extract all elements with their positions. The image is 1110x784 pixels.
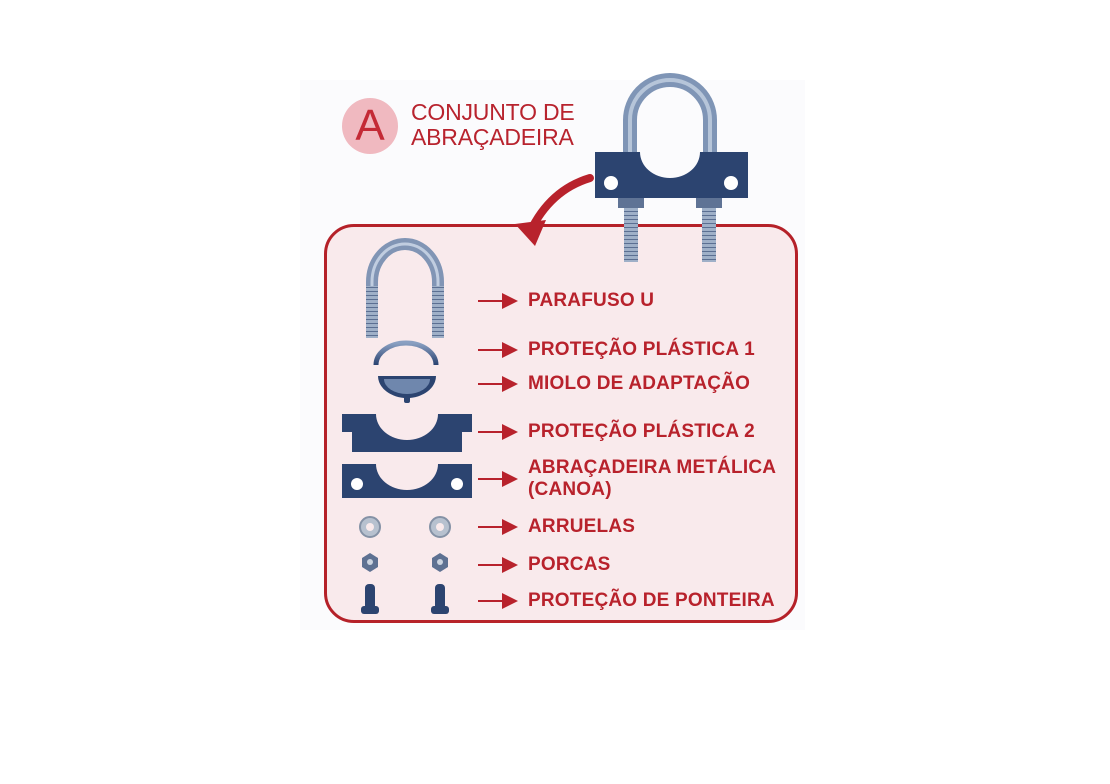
part-label-metal-clamp-line-1: ABRAÇADEIRA METÁLICA	[528, 457, 777, 478]
title-line-2: ABRAÇADEIRA	[411, 124, 574, 150]
part-label-u-bolt: PARAFUSO U	[528, 290, 655, 311]
part-label-tip-cap: PROTEÇÃO DE PONTEIRA	[528, 590, 775, 611]
tip-cap-icon	[361, 584, 449, 614]
plastic-clamp-icon	[342, 414, 472, 452]
diagram-title: CONJUNTO DE ABRAÇADEIRA	[411, 100, 575, 150]
nut-icon	[362, 553, 448, 572]
pointer-arrow-icon	[515, 174, 594, 246]
adapter-core-icon	[378, 376, 436, 403]
title-line-1: CONJUNTO DE	[411, 99, 575, 125]
metal-clamp-icon	[342, 464, 472, 498]
washer-icon	[359, 516, 451, 538]
assembled-clamp-icon	[595, 73, 748, 262]
leader-arrows	[478, 293, 518, 609]
section-badge: A	[342, 98, 398, 154]
part-label-metal-clamp: ABRAÇADEIRA METÁLICA (CANOA)	[528, 457, 776, 501]
plastic-ring-icon	[373, 340, 439, 366]
u-bolt-icon	[366, 238, 444, 338]
part-label-washers: ARRUELAS	[528, 516, 636, 537]
part-label-nuts: PORCAS	[528, 554, 611, 575]
part-label-metal-clamp-line-2: (CANOA)	[528, 479, 612, 500]
part-label-plastic-1: PROTEÇÃO PLÁSTICA 1	[528, 339, 755, 360]
part-label-plastic-2: PROTEÇÃO PLÁSTICA 2	[528, 421, 755, 442]
part-label-adapter-core: MIOLO DE ADAPTAÇÃO	[528, 373, 751, 394]
